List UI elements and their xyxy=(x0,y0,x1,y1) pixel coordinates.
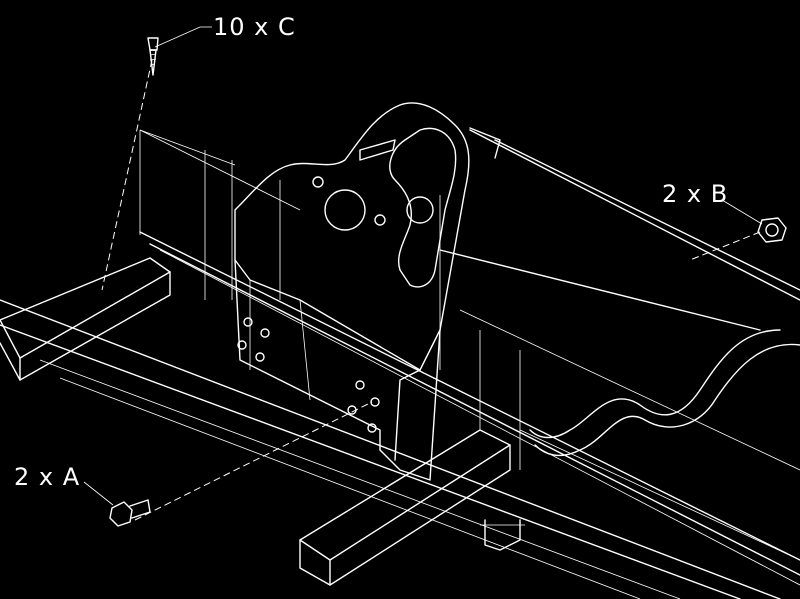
crossbar-right xyxy=(299,429,511,586)
callout-b-label: 2 x B xyxy=(662,180,729,208)
callout-a-label: 2 x A xyxy=(14,463,81,491)
callout-c-label: 10 x C xyxy=(213,13,296,41)
rail xyxy=(0,231,800,599)
projection-lines xyxy=(139,129,521,470)
bolt-a xyxy=(109,499,151,527)
mounting-plate xyxy=(234,102,470,481)
screw-c xyxy=(147,37,159,76)
nut-b xyxy=(757,217,787,243)
assembly-lines xyxy=(101,59,761,521)
leader-lines xyxy=(83,26,763,506)
clip-bracket xyxy=(480,519,525,551)
profile-panel xyxy=(439,127,800,561)
crossbar-left xyxy=(0,257,171,381)
